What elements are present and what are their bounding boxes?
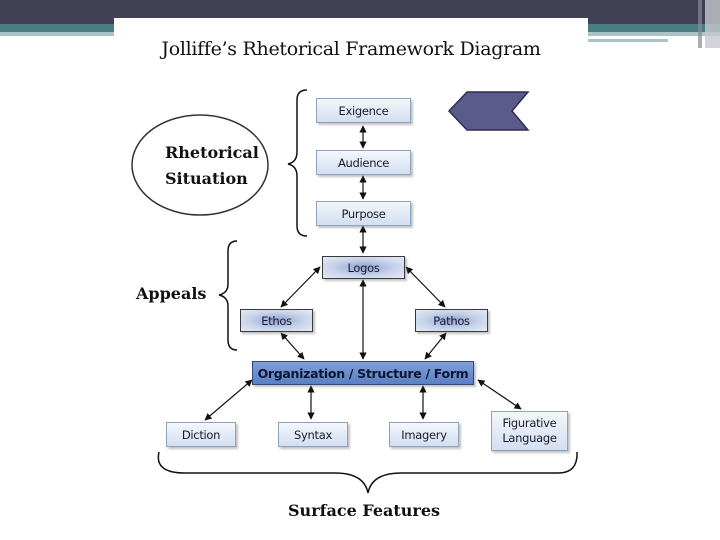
rhetorical-situation-brace — [287, 89, 308, 237]
box-ethos: Ethos — [240, 309, 313, 332]
box-figurative-language: Figurative Language — [491, 411, 568, 451]
slide-right-accent-line — [588, 39, 668, 42]
connector-pathos-organization — [424, 332, 447, 360]
connector-organization-diction — [204, 379, 253, 421]
connector-logos-pathos — [405, 266, 446, 308]
figurative-line2: Language — [502, 431, 557, 445]
slide-right-strip-light — [705, 0, 720, 48]
box-organization-structure-form: Organization / Structure / Form — [252, 361, 474, 385]
appeals-label: Appeals — [136, 284, 207, 303]
box-diction: Diction — [166, 422, 236, 447]
appeals-brace — [218, 240, 238, 351]
chevron-left-arrow-shape — [447, 91, 530, 131]
connector-ethos-organization — [280, 332, 305, 360]
surface-features-label: Surface Features — [288, 501, 441, 520]
box-logos: Logos — [322, 256, 405, 279]
slide-right-strip — [698, 0, 702, 48]
box-audience: Audience — [316, 150, 411, 175]
rhetorical-situation-ellipse — [131, 114, 269, 216]
box-pathos: Pathos — [415, 309, 488, 332]
rhetorical-situation-label-line1: Rhetorical — [165, 143, 259, 162]
box-exigence: Exigence — [316, 98, 411, 123]
connector-organization-figurative — [477, 379, 522, 410]
surface-features-brace — [157, 451, 578, 494]
box-purpose: Purpose — [316, 201, 411, 226]
rhetorical-situation-label-line2: Situation — [165, 169, 248, 188]
box-syntax: Syntax — [278, 422, 348, 447]
connector-logos-ethos — [280, 266, 321, 308]
diagram-title: Jolliffe’s Rhetorical Framework Diagram — [161, 38, 541, 60]
box-imagery: Imagery — [389, 422, 459, 447]
figurative-line1: Figurative — [502, 416, 557, 430]
